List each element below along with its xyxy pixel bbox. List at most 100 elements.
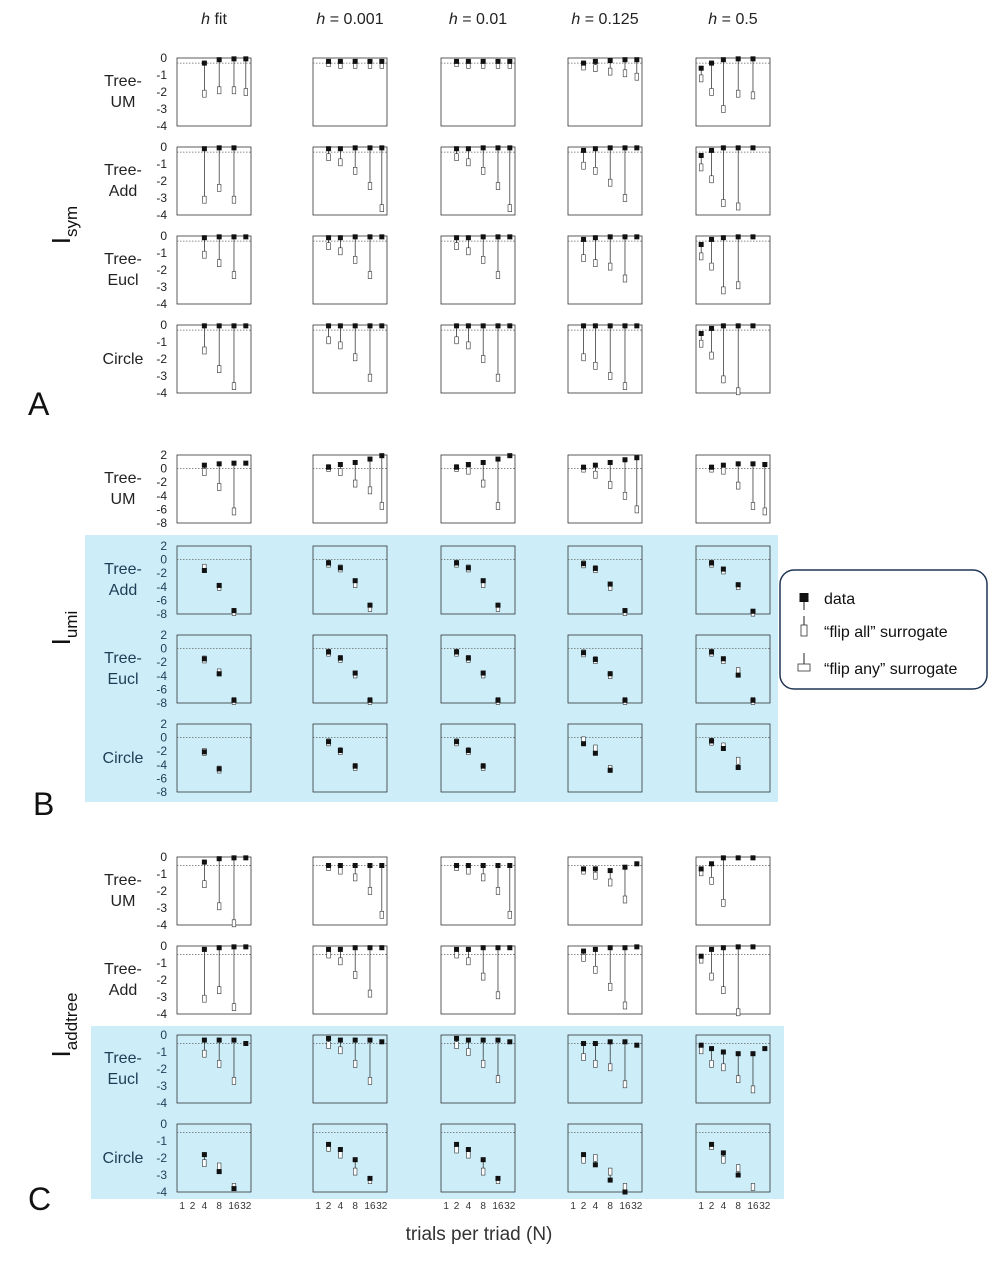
surrogate-marker	[202, 346, 207, 355]
surrogate-marker	[608, 982, 613, 991]
subplot-frame	[567, 945, 643, 1015]
surrogate-marker	[593, 64, 598, 72]
data-marker	[709, 861, 715, 867]
y-tick-label: -1	[156, 335, 167, 349]
data-marker	[367, 1175, 373, 1181]
subplot-frame	[312, 146, 388, 216]
subplot	[695, 56, 771, 127]
x-tick-label: 32	[504, 1201, 516, 1212]
data-marker	[231, 1186, 237, 1192]
surrogate-marker	[736, 202, 741, 211]
data-marker	[243, 460, 249, 466]
surrogate-marker	[338, 866, 343, 875]
surrogate-marker	[699, 252, 704, 261]
data-marker	[698, 866, 704, 872]
surrogate-marker	[353, 1060, 358, 1068]
y-tick-label: 2	[160, 448, 167, 462]
surrogate-marker	[762, 507, 767, 516]
x-tick-label: 2	[454, 1201, 460, 1212]
y-tick-label: -4	[156, 669, 167, 683]
subplot-frame	[695, 723, 771, 793]
y-tick-label: -4	[156, 1007, 167, 1021]
panel-label-A: A	[28, 386, 50, 422]
surrogate-marker	[593, 361, 598, 370]
surrogate-marker	[466, 1150, 471, 1159]
surrogate-marker	[231, 1003, 237, 1012]
subplot: 20-2-4-6-8	[156, 717, 252, 799]
data-marker	[720, 566, 726, 572]
y-tick-label: -4	[156, 918, 167, 932]
surrogate-marker	[608, 67, 613, 76]
y-tick-label: -4	[156, 208, 167, 222]
data-marker	[465, 1037, 471, 1043]
y-tick-label: -2	[156, 1151, 167, 1165]
surrogate-marker	[709, 175, 714, 184]
surrogate-marker	[721, 286, 726, 295]
x-tick-label: 2	[190, 1201, 196, 1212]
y-tick-label: 0	[160, 229, 167, 243]
data-marker	[352, 863, 358, 868]
surrogate-marker	[622, 382, 628, 391]
subplot	[440, 323, 516, 394]
data-marker	[231, 855, 237, 861]
subplot-frame	[567, 146, 643, 216]
y-tick-label: -2	[156, 744, 167, 758]
surrogate-marker	[495, 1075, 501, 1083]
data-marker	[592, 235, 598, 241]
data-marker	[622, 145, 628, 151]
data-marker	[735, 855, 741, 861]
data-marker	[326, 1141, 332, 1147]
surrogate-marker	[353, 971, 358, 979]
data-marker	[750, 461, 756, 467]
data-marker	[709, 738, 715, 744]
data-marker	[634, 145, 640, 151]
surrogate-marker	[736, 281, 741, 290]
data-marker	[592, 656, 598, 662]
data-marker	[352, 58, 358, 64]
y-tick-label: -4	[156, 758, 167, 772]
subplot	[312, 323, 388, 394]
subplot	[567, 234, 643, 305]
surrogate-marker	[367, 989, 373, 998]
highlight-band-1	[91, 1026, 784, 1199]
data-marker	[454, 946, 460, 952]
data-marker	[581, 323, 587, 329]
data-marker	[507, 945, 513, 951]
data-marker	[379, 323, 385, 329]
data-marker	[592, 323, 598, 329]
subplot-frame	[567, 1123, 643, 1193]
subplot-frame	[176, 235, 252, 305]
surrogate-marker	[736, 89, 741, 98]
y-tick-label: -2	[156, 263, 167, 277]
data-marker	[231, 608, 237, 614]
data-marker	[352, 459, 358, 465]
data-marker	[454, 863, 460, 868]
data-marker	[709, 60, 715, 66]
subplot: 0-1-2-3-4	[156, 1028, 252, 1110]
surrogate-marker	[608, 481, 613, 489]
y-tick-label: -1	[156, 867, 167, 881]
y-tick-label: -3	[156, 990, 167, 1004]
subplot-frame	[312, 856, 388, 926]
data-marker	[607, 1177, 613, 1183]
surrogate-marker	[231, 86, 237, 95]
data-marker	[231, 1037, 237, 1043]
data-marker	[720, 145, 726, 151]
y-tick-label: -4	[156, 580, 167, 594]
data-marker	[581, 464, 587, 470]
data-marker	[454, 560, 460, 566]
data-marker	[607, 1039, 613, 1045]
x-tick-label: 32	[759, 1201, 771, 1212]
row-label: Circle	[103, 1150, 144, 1167]
data-marker	[367, 58, 373, 64]
data-marker	[201, 462, 207, 468]
subplot	[695, 454, 771, 524]
surrogate-marker	[466, 866, 471, 875]
row-C-0: Tree-UM0-1-2-3-4	[104, 850, 771, 932]
data-marker	[352, 145, 358, 151]
column-header-3: h = 0.125	[571, 11, 638, 28]
surrogate-marker	[202, 89, 207, 98]
y-tick-label: 0	[160, 939, 167, 953]
data-marker	[709, 1046, 715, 1052]
